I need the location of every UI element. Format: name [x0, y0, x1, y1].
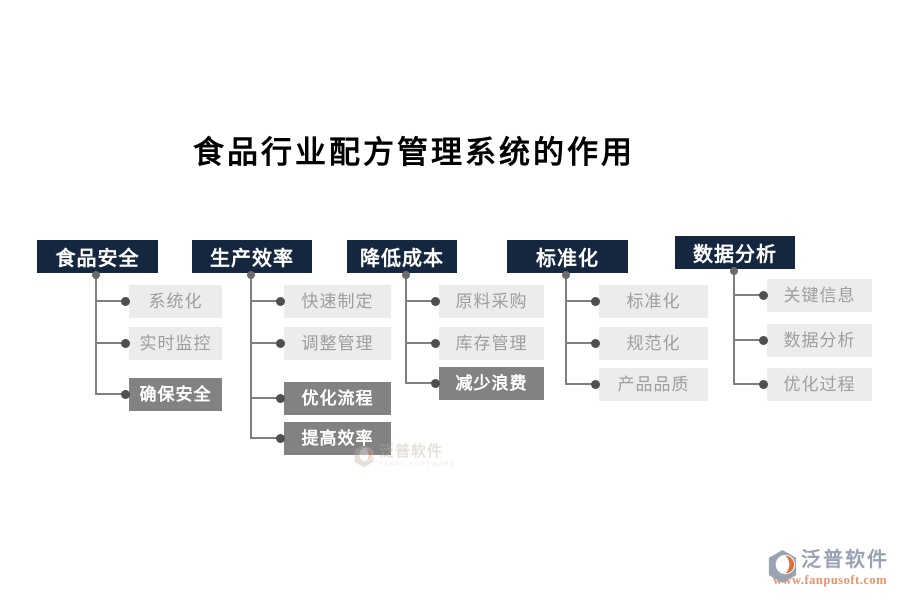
branch-line [733, 383, 767, 385]
branch-line [565, 342, 599, 344]
branch-line [405, 300, 439, 302]
watermark-brand-block: 泛普软件 www.fanpusoft.com [765, 547, 895, 588]
branch-food-safety: 食品安全 系统化 实时监控 确保安全 [37, 240, 247, 470]
branch-line [95, 393, 129, 395]
branch-dot [431, 339, 440, 348]
branch-dot [431, 379, 440, 388]
branch-line [733, 339, 767, 341]
branch-dot [121, 390, 130, 399]
branch-cost-reduction: 降低成本 原料采购 库存管理 减少浪费 [347, 240, 557, 470]
branch-production-efficiency: 生产效率 快速制定 调整管理 优化流程 提高效率 [192, 240, 402, 470]
tree-node: 产品品质 [565, 368, 708, 401]
tree-node-label: 库存管理 [455, 334, 528, 353]
connector-vline [250, 272, 252, 439]
branch-line [565, 383, 599, 385]
connector-vline [733, 268, 735, 385]
tree-node: 关键信息 [733, 279, 872, 312]
tree-node: 实时监控 [95, 327, 222, 360]
branch-standardization: 标准化 标准化 规范化 产品品质 [507, 240, 717, 470]
branch-dot [759, 291, 768, 300]
branch-dot [431, 297, 440, 306]
tree-node: 系统化 [95, 285, 222, 318]
tree-node: 优化流程 [250, 382, 391, 415]
fanpu-logo-icon [354, 444, 374, 468]
tree-node-label: 调整管理 [301, 334, 374, 353]
branch-line [250, 397, 284, 399]
connector-vline [95, 272, 97, 395]
tree-node: 规范化 [565, 327, 708, 360]
branch-line [250, 342, 284, 344]
branch-dot [591, 297, 600, 306]
watermark-center: 泛普软件 FANPU SOFTWARE [352, 444, 455, 468]
watermark-brand-text: 泛普软件 [801, 549, 889, 571]
branch-header-data-analysis: 数据分析 [675, 236, 795, 269]
branch-header-cost-reduction: 降低成本 [347, 240, 457, 273]
connector-vline [405, 272, 407, 384]
tree-node-label: 确保安全 [139, 385, 212, 404]
branch-dot [121, 297, 130, 306]
connector-vline [565, 272, 567, 385]
tree-node-label: 规范化 [626, 334, 681, 353]
branch-line [405, 342, 439, 344]
branch-line [565, 300, 599, 302]
tree-node-label: 关键信息 [783, 286, 856, 305]
branch-dot [276, 297, 285, 306]
tree-node: 优化过程 [733, 368, 872, 401]
tree-node: 标准化 [565, 285, 708, 318]
tree-node-label: 产品品质 [617, 375, 690, 394]
branch-header-food-safety: 食品安全 [37, 240, 158, 273]
branch-dot [276, 339, 285, 348]
page-title: 食品行业配方管理系统的作用 [193, 135, 635, 170]
branch-dot [276, 394, 285, 403]
connector-top-dot [247, 271, 255, 279]
tree-node-label: 减少浪费 [455, 374, 528, 393]
tree-node: 原料采购 [405, 285, 544, 318]
branch-line [250, 437, 284, 439]
connector-top-dot [92, 271, 100, 279]
branch-line [95, 300, 129, 302]
branch-line [405, 382, 439, 384]
branch-data-analysis: 数据分析 关键信息 数据分析 优化过程 [675, 236, 885, 466]
watermark-center-subtext: FANPU SOFTWARE [379, 462, 456, 468]
branch-dot [121, 339, 130, 348]
fanpu-logo-icon [768, 549, 797, 584]
tree-node: 减少浪费 [405, 367, 544, 400]
branch-dot [759, 380, 768, 389]
tree-node-label: 优化流程 [301, 389, 374, 408]
watermark-url: www.fanpusoft.com [773, 573, 888, 587]
branch-line [733, 294, 767, 296]
connector-top-dot [402, 271, 410, 279]
tree-node-label: 标准化 [626, 292, 681, 311]
tree-node: 调整管理 [250, 327, 391, 360]
tree-node: 提高效率 [250, 422, 391, 455]
branch-header-production-efficiency: 生产效率 [192, 240, 312, 273]
tree-node: 确保安全 [95, 378, 222, 411]
tree-node: 库存管理 [405, 327, 544, 360]
branch-dot [591, 339, 600, 348]
tree-node: 数据分析 [733, 324, 872, 357]
tree-node-label: 数据分析 [783, 331, 856, 350]
branch-line [95, 342, 129, 344]
branch-dot [759, 336, 768, 345]
tree-node-label: 快速制定 [301, 292, 374, 311]
watermark-center-brand: 泛普软件 [379, 443, 444, 460]
tree-node-label: 系统化 [148, 292, 203, 311]
branch-dot [276, 434, 285, 443]
branch-header-standardization: 标准化 [507, 240, 628, 273]
tree-node: 快速制定 [250, 285, 391, 318]
tree-node-label: 优化过程 [783, 375, 856, 394]
connector-top-dot [730, 267, 738, 275]
connector-top-dot [562, 271, 570, 279]
branch-line [250, 300, 284, 302]
branch-dot [591, 380, 600, 389]
tree-node-label: 提高效率 [301, 429, 374, 448]
tree-node-label: 实时监控 [139, 334, 212, 353]
tree-node-label: 原料采购 [455, 292, 528, 311]
